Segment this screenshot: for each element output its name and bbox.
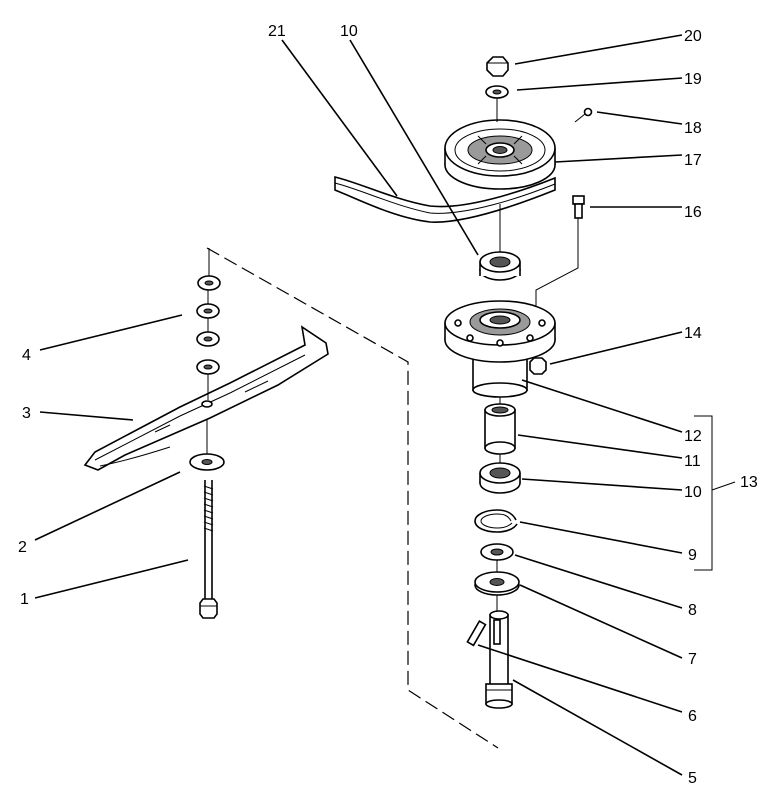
callout-18: 18	[684, 120, 702, 137]
key	[466, 620, 487, 647]
callout-13: 13	[740, 474, 758, 491]
callout-7: 7	[688, 651, 697, 668]
blade-washers	[196, 275, 221, 375]
top-washer	[485, 85, 509, 99]
callout-21: 21	[268, 23, 286, 40]
callout-labels: 1 2 3 4 5 6 7 8 9 10 10 11 12 13 14 16 1…	[18, 23, 758, 787]
callout-1: 1	[20, 591, 29, 608]
pulley	[444, 119, 556, 190]
reference-dashed-line	[206, 247, 499, 749]
callout-3: 3	[22, 405, 31, 422]
callout-17: 17	[684, 152, 702, 169]
callout-19: 19	[684, 71, 702, 88]
leader-lines	[34, 34, 736, 776]
callout-16: 16	[684, 204, 702, 221]
housing-nut	[529, 357, 547, 375]
belt	[334, 175, 556, 223]
callout-11: 11	[684, 453, 701, 470]
spacer	[484, 403, 516, 455]
assembly-center-lines	[206, 98, 501, 611]
callout-10-top: 10	[340, 23, 358, 40]
spindle-housing	[444, 300, 556, 398]
callout-4: 4	[22, 347, 31, 364]
lower-bearing	[479, 462, 521, 494]
callout-8: 8	[688, 602, 697, 619]
callout-2: 2	[18, 539, 27, 556]
callout-10-bottom: 10	[684, 484, 702, 501]
callout-9: 9	[688, 547, 697, 564]
washer	[480, 543, 514, 561]
spindle-shaft	[485, 610, 513, 709]
callout-14: 14	[684, 325, 702, 342]
blade-washer	[189, 453, 225, 471]
upper-bearing	[479, 251, 521, 281]
callout-6: 6	[688, 708, 697, 725]
retaining-ring	[474, 509, 518, 533]
callout-12: 12	[684, 428, 702, 445]
callout-20: 20	[684, 28, 702, 45]
callout-5: 5	[688, 770, 697, 787]
seal	[474, 571, 520, 596]
grease-fitting	[574, 107, 593, 123]
mower-blade	[83, 325, 329, 471]
top-nut	[486, 56, 509, 77]
blade-bolt	[199, 480, 218, 619]
